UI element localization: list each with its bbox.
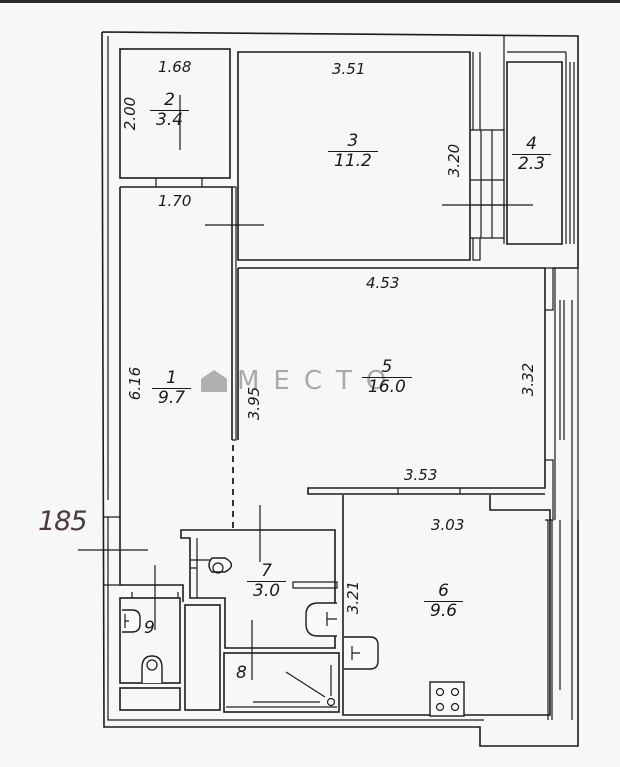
handwritten-label: 185 (38, 506, 88, 537)
shaft (184, 604, 221, 711)
house-logo-icon (201, 370, 227, 392)
wc-cabinet (119, 687, 181, 711)
dim-r5-width-top: 4.53 (366, 274, 400, 292)
dim-r2-width: 1.68 (158, 58, 192, 76)
room-4-label: 4 2.3 (512, 135, 552, 174)
watermark: МЕСТО (201, 366, 400, 396)
wash-basin (208, 557, 233, 573)
room-3-outline (237, 51, 471, 261)
room-9-label: 9 (144, 618, 155, 638)
dim-r5-width-bottom: 3.53 (404, 466, 438, 484)
room-8-label: 8 (236, 663, 247, 683)
room-1-label: 1 9.7 (152, 369, 192, 408)
room-4-outline (506, 61, 563, 245)
outer-wall (101, 31, 579, 747)
room-2-outline (119, 48, 231, 179)
wc-sink (122, 609, 141, 633)
dim-r2-height: 2.00 (121, 96, 140, 131)
room-7-outline (180, 529, 336, 649)
bathtub (223, 652, 340, 713)
dim-r5-height-right: 3.32 (519, 362, 538, 397)
sink-7 (305, 602, 337, 637)
dim-r1-height: 6.16 (126, 366, 145, 401)
stove (429, 681, 465, 717)
dim-r3-height: 3.20 (445, 143, 464, 178)
room-7-label: 7 3.0 (247, 562, 287, 601)
room-6-label: 6 9.6 (424, 582, 464, 621)
room-5-outline (237, 267, 546, 495)
dim-r3-width: 3.51 (332, 60, 366, 78)
room-2-label: 2 3.4 (150, 91, 190, 130)
kitchen-sink (344, 636, 379, 670)
dim-r5-height-left: 3.95 (245, 386, 264, 421)
dim-r1-width: 1.70 (158, 192, 192, 210)
room-5-label: 5 16.0 (362, 358, 412, 397)
room-6-outline (342, 495, 551, 716)
scan-top-edge (0, 0, 620, 3)
dim-r6-width: 3.03 (431, 516, 465, 534)
dim-r6-height: 3.21 (344, 580, 363, 615)
room-3-label: 3 11.2 (328, 132, 378, 171)
